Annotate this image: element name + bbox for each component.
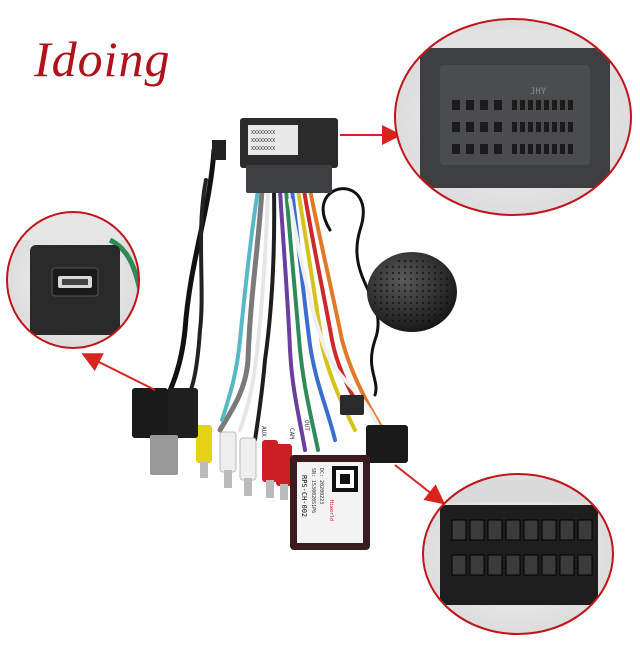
molded-text: JHY — [530, 87, 547, 97]
usb-plug — [132, 388, 168, 438]
cable-label-tags: AUX CAM OUT — [260, 420, 310, 439]
main-harness-connector: XXXXXXXX XXXXXXXX XXXXXXXX — [240, 118, 338, 193]
decoder-serial-label: SN: 1530020S1P6 — [310, 468, 316, 513]
decoder-logo-text: Hiworld — [328, 500, 334, 521]
arrow-to-left-zoom — [81, 353, 156, 391]
zoom-main-connector: JHY — [394, 18, 632, 216]
cable-label: OUT — [303, 420, 310, 431]
connector-label-line: XXXXXXXX — [251, 130, 275, 136]
external-microphone — [367, 252, 457, 332]
antenna-adapter-plug — [168, 388, 198, 438]
decoder-date-label: DC: 20200223 — [318, 468, 324, 504]
callout-arrows — [81, 125, 446, 505]
brand-logo: Idoing — [34, 31, 171, 87]
canbus-decoder-box: RPS-CH-002 SN: 1530020S1P6 DC: 20200223 … — [290, 455, 370, 550]
antenna-tip — [150, 435, 178, 475]
speaker-connector — [366, 425, 408, 463]
zoom-16pin-connector — [422, 473, 614, 635]
arrow-to-bottom-zoom — [394, 464, 446, 505]
decoder-model-label: RPS-CH-002 — [300, 475, 308, 517]
connector-label-line: XXXXXXXX — [251, 146, 275, 152]
rca-plugs — [196, 425, 292, 500]
small-connector — [340, 395, 364, 415]
cable-label: CAM — [288, 428, 295, 439]
antenna-plug — [212, 140, 226, 160]
connector-label-line: XXXXXXXX — [251, 138, 275, 144]
zoom-usb-connector — [6, 211, 140, 349]
cable-label: AUX — [260, 426, 267, 437]
